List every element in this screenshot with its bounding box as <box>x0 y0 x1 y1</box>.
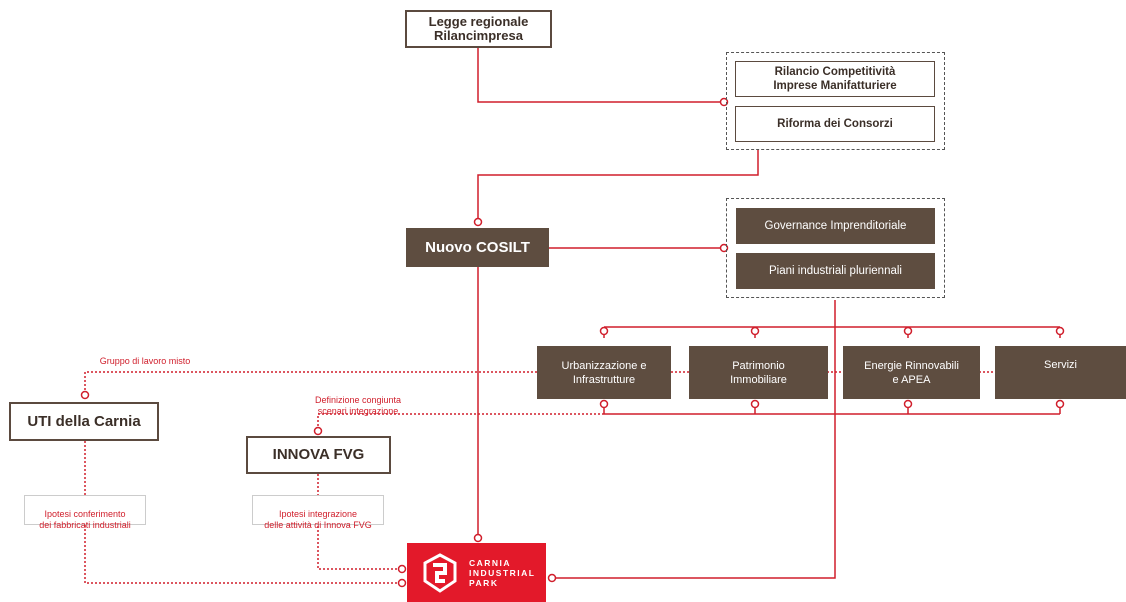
carnia-logo-icon <box>423 552 457 593</box>
uti-box: UTI della Carnia <box>9 402 159 441</box>
patrimonio-label: Patrimonio Immobiliare <box>730 359 787 386</box>
gruppo-note: Gruppo di lavoro misto <box>80 356 210 367</box>
servizi-label: Servizi <box>1043 359 1077 371</box>
piani-label: Piani industriali pluriennali <box>769 265 902 277</box>
governance-label: Governance Imprenditoriale <box>764 220 907 232</box>
uti-label: UTI della Carnia <box>27 412 141 430</box>
logo-line-3: PARK <box>469 577 499 588</box>
ipotesi-integrazione-note: Ipotesi integrazione delle attività di I… <box>252 495 384 530</box>
legge-regionale-label: Legge regionale Rilancimpresa <box>428 14 529 43</box>
ipotesi-conferimento-note: Ipotesi conferimento dei fabbricati indu… <box>24 495 146 530</box>
riforma-label: Riforma dei Consorzi <box>777 118 893 130</box>
cosilt-box: Nuovo COSILT <box>406 228 549 267</box>
piani-box: Piani industriali pluriennali <box>736 253 935 289</box>
energie-box: Energie Rinnovabili e APEA <box>843 346 980 399</box>
urbanizzazione-label: Urbanizzazione e Infrastrutture <box>561 359 647 386</box>
rilancio-label: Rilancio Competitività Imprese Manifattu… <box>773 66 897 92</box>
innova-label: INNOVA FVG <box>272 446 365 463</box>
patrimonio-box: Patrimonio Immobiliare <box>689 346 828 399</box>
ipotesi-conferimento-label: Ipotesi conferimento dei fabbricati indu… <box>39 509 131 530</box>
cosilt-label: Nuovo COSILT <box>425 238 530 256</box>
governance-box: Governance Imprenditoriale <box>736 208 935 244</box>
definizione-note: Definizione congiunta scenari integrazio… <box>296 384 420 417</box>
definizione-label: Definizione congiunta scenari integrazio… <box>314 395 402 416</box>
logo-line-1: CARNIA <box>469 557 512 568</box>
riforma-box: Riforma dei Consorzi <box>735 106 935 142</box>
servizi-box: Servizi <box>995 346 1126 399</box>
logo-text: CARNIA INDUSTRIAL PARK <box>469 558 535 588</box>
energie-label: Energie Rinnovabili e APEA <box>864 359 959 386</box>
innova-box: INNOVA FVG <box>246 436 391 474</box>
gruppo-label: Gruppo di lavoro misto <box>99 356 191 366</box>
governance-group <box>726 198 945 298</box>
rilancio-group <box>726 52 945 150</box>
urbanizzazione-box: Urbanizzazione e Infrastrutture <box>537 346 671 399</box>
legge-regionale-box: Legge regionale Rilancimpresa <box>405 10 552 48</box>
carnia-industrial-park-logo: CARNIA INDUSTRIAL PARK <box>407 543 546 602</box>
logo-line-2: INDUSTRIAL <box>469 567 536 578</box>
ipotesi-integrazione-label: Ipotesi integrazione delle attività di I… <box>264 509 372 530</box>
rilancio-box: Rilancio Competitività Imprese Manifattu… <box>735 61 935 97</box>
